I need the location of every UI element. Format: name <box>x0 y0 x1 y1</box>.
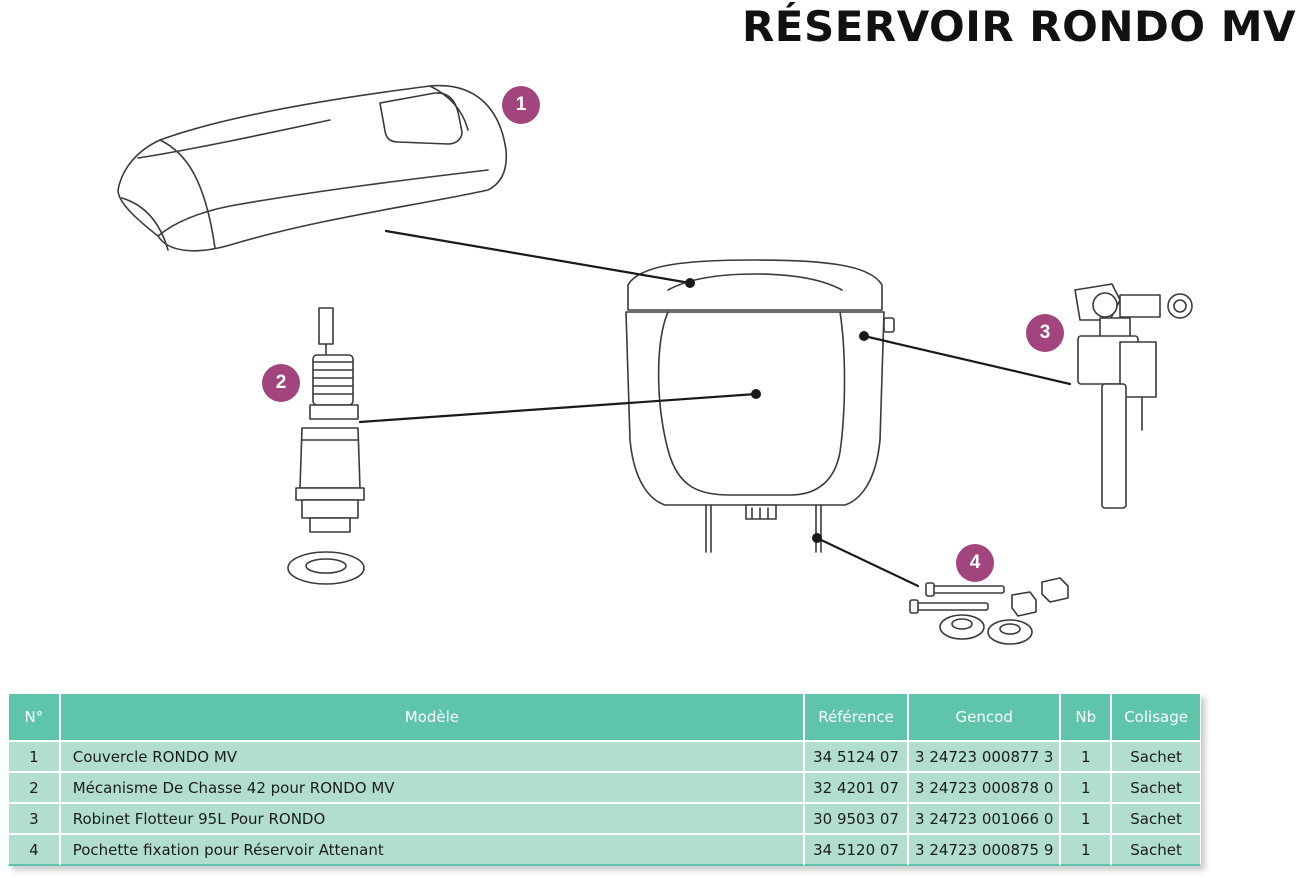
fixing-kit-illustration <box>909 577 1069 645</box>
cell-colisage: Sachet <box>1111 803 1201 834</box>
callout-badge-4: 4 <box>956 544 994 582</box>
tank-illustration <box>625 259 895 553</box>
page-title: RÉSERVOIR RONDO MV <box>741 2 1296 51</box>
cell-colisage: Sachet <box>1111 834 1201 866</box>
cell-colisage: Sachet <box>1111 741 1201 772</box>
callout-badge-2: 2 <box>262 364 300 402</box>
cell-nb: 1 <box>1060 741 1112 772</box>
table-row: 2 Mécanisme De Chasse 42 pour RONDO MV 3… <box>8 772 1201 803</box>
column-header-gencod: Gencod <box>908 693 1061 741</box>
cell-reference: 34 5124 07 <box>804 741 909 772</box>
table-row: 1 Couvercle RONDO MV 34 5124 07 3 24723 … <box>8 741 1201 772</box>
cell-gencod: 3 24723 000875 9 <box>908 834 1061 866</box>
cell-reference: 34 5120 07 <box>804 834 909 866</box>
column-header-reference: Référence <box>804 693 909 741</box>
column-header-model: Modèle <box>59 693 805 741</box>
exploded-diagram <box>117 84 1193 645</box>
callout-badge-3: 3 <box>1026 314 1064 352</box>
column-header-colisage: Colisage <box>1111 693 1201 741</box>
parts-table: N° Modèle Référence Gencod Nb Colisage 1… <box>8 693 1201 866</box>
cell-num: 2 <box>8 772 60 803</box>
callout-badge-1: 1 <box>502 86 540 124</box>
flush-mechanism-illustration <box>287 307 365 585</box>
cell-num: 1 <box>8 741 60 772</box>
table-row: 3 Robinet Flotteur 95L Pour RONDO 30 950… <box>8 803 1201 834</box>
cell-gencod: 3 24723 001066 0 <box>908 803 1061 834</box>
cell-nb: 1 <box>1060 803 1112 834</box>
cell-num: 4 <box>8 834 60 866</box>
cell-nb: 1 <box>1060 772 1112 803</box>
column-header-nb: Nb <box>1060 693 1112 741</box>
table-row: 4 Pochette fixation pour Réservoir Atten… <box>8 834 1201 866</box>
cell-model: Pochette fixation pour Réservoir Attenan… <box>59 834 805 866</box>
cell-gencod: 3 24723 000878 0 <box>908 772 1061 803</box>
cell-model: Couvercle RONDO MV <box>59 741 805 772</box>
float-valve-illustration <box>1074 283 1193 509</box>
cover-illustration <box>117 84 508 252</box>
cell-num: 3 <box>8 803 60 834</box>
column-header-num: N° <box>8 693 60 741</box>
cell-model: Mécanisme De Chasse 42 pour RONDO MV <box>59 772 805 803</box>
table-header-row: N° Modèle Référence Gencod Nb Colisage <box>8 693 1201 741</box>
cell-gencod: 3 24723 000877 3 <box>908 741 1061 772</box>
cell-reference: 30 9503 07 <box>804 803 909 834</box>
cell-reference: 32 4201 07 <box>804 772 909 803</box>
cell-colisage: Sachet <box>1111 772 1201 803</box>
leader-dots <box>685 278 869 543</box>
cell-nb: 1 <box>1060 834 1112 866</box>
leader-lines <box>358 229 1072 588</box>
cell-model: Robinet Flotteur 95L Pour RONDO <box>59 803 805 834</box>
